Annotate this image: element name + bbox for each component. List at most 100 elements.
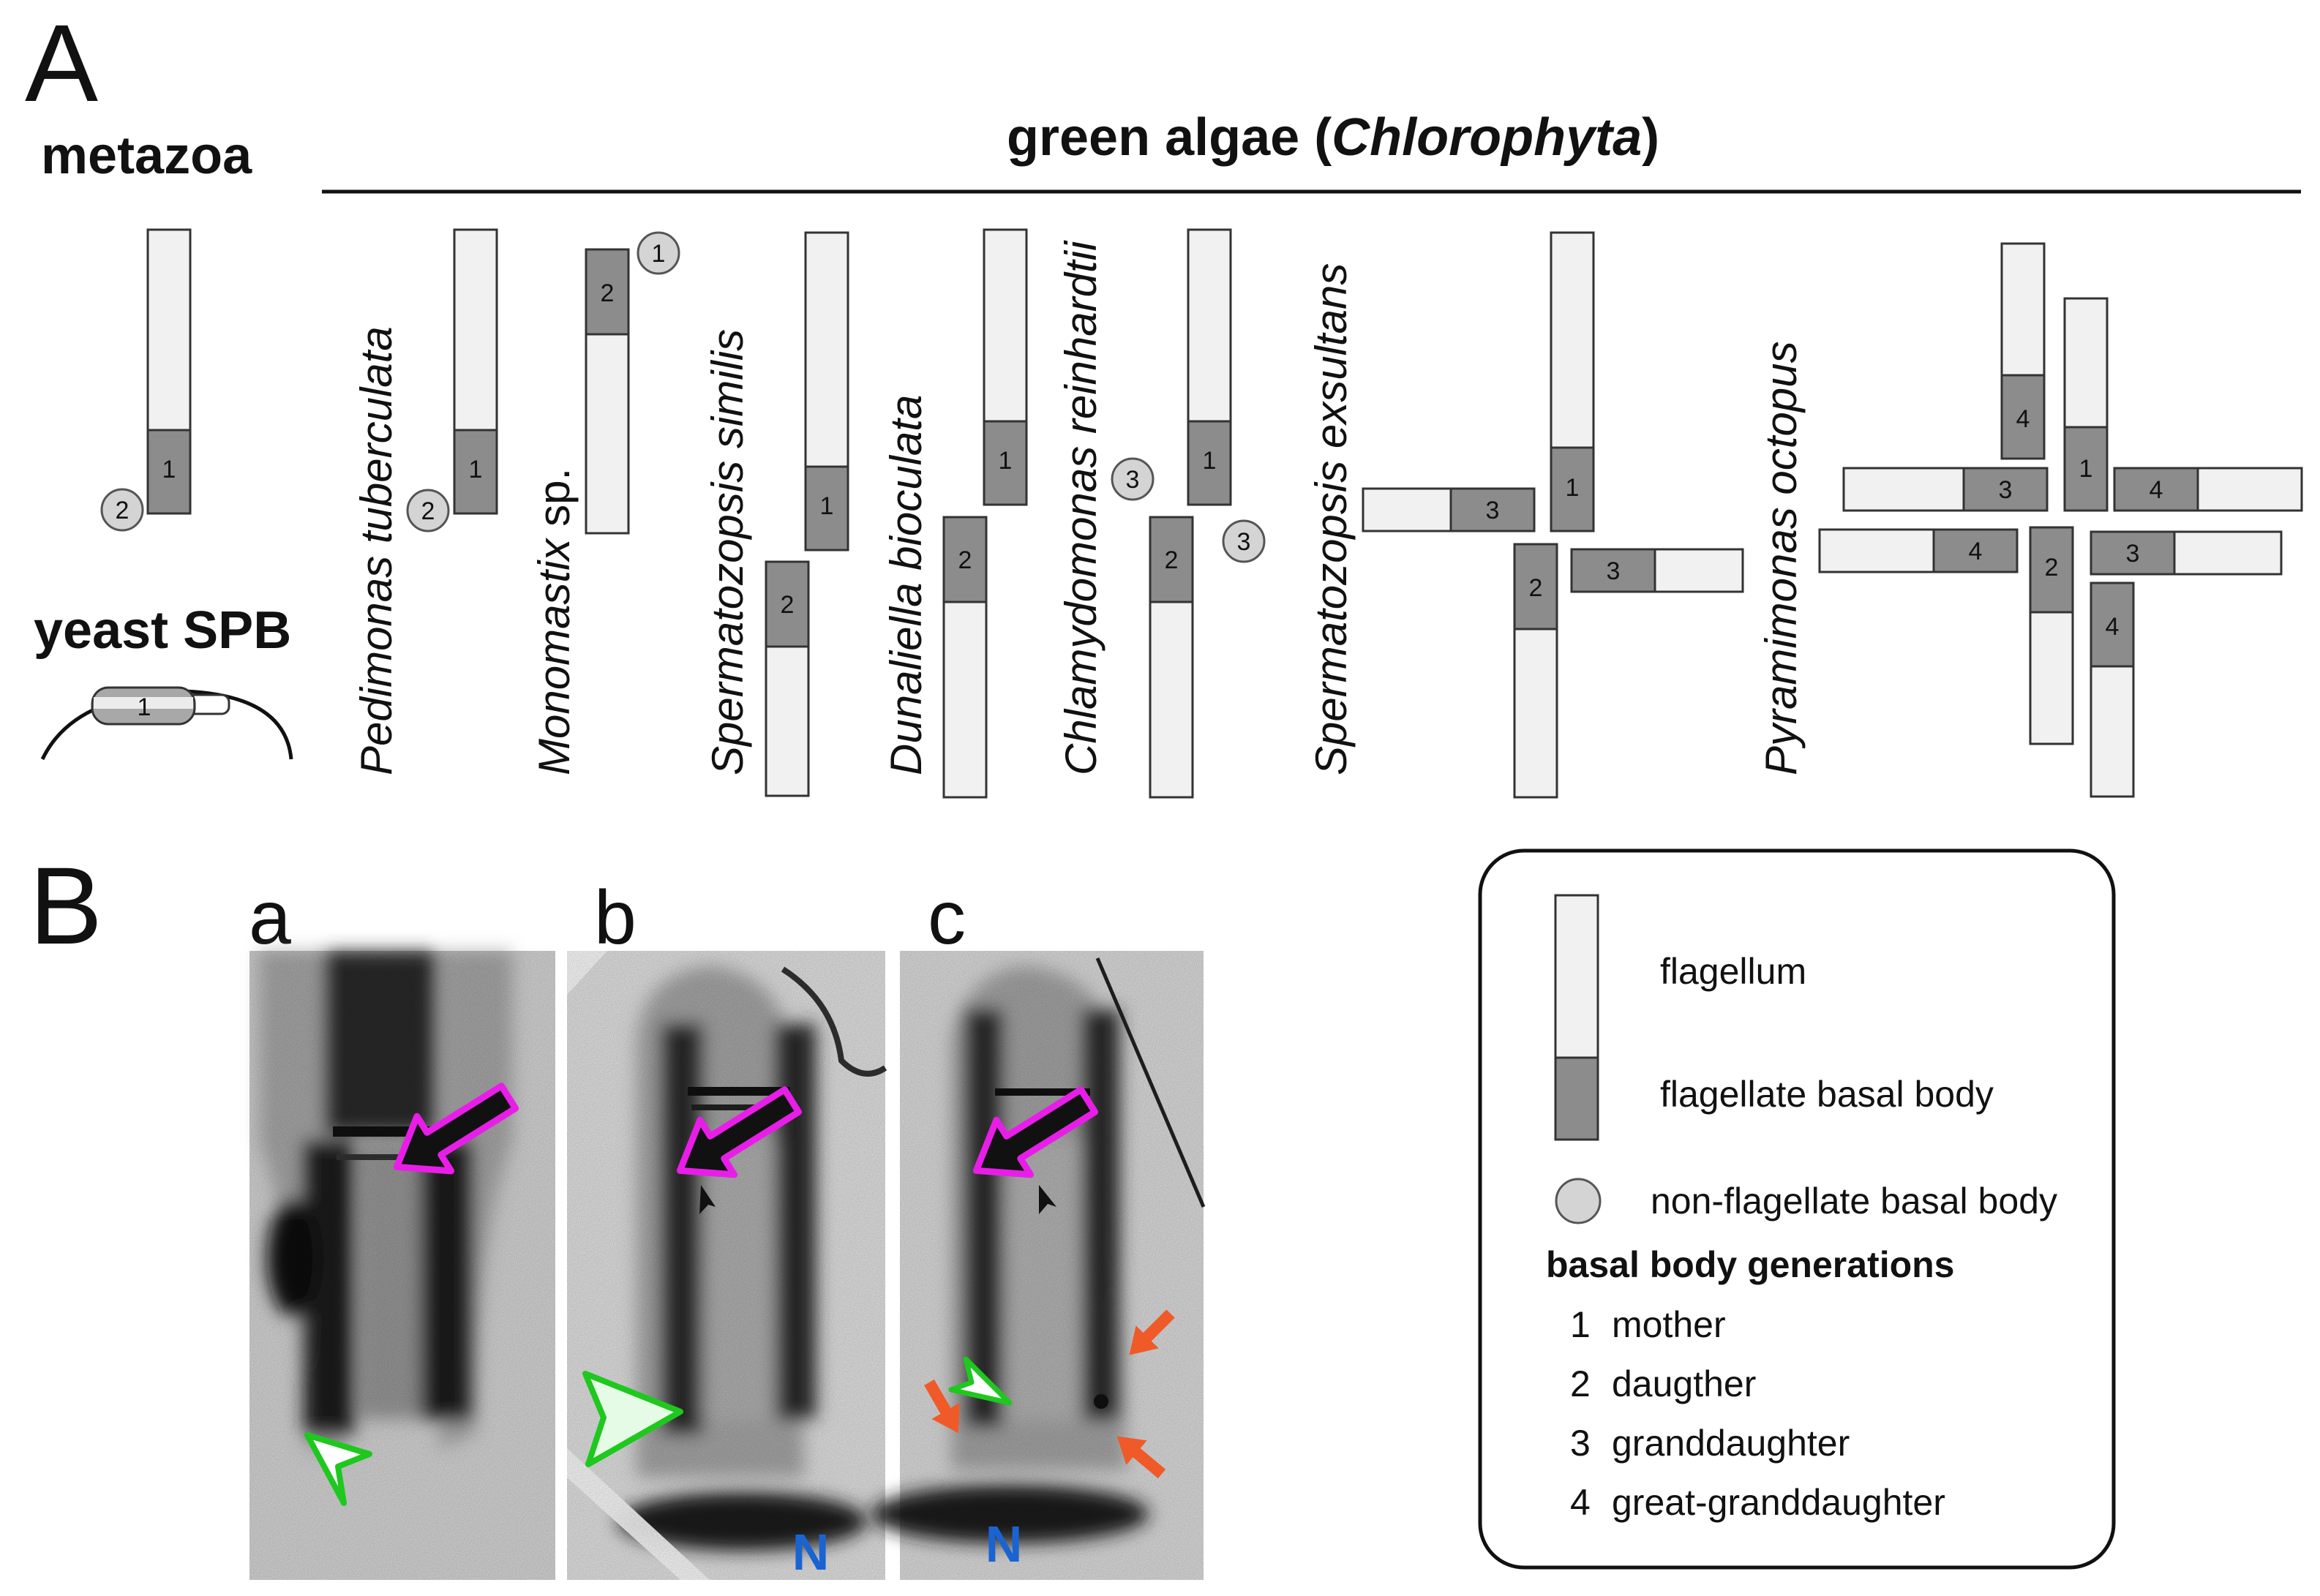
flagellum-bar-horizontal (1818, 528, 1935, 573)
basal-body-number: 3 (2126, 540, 2140, 568)
basal-body-number: 1 (820, 492, 834, 520)
species-label-sperm-exsultans: Spermatozopsis exsultans (1307, 263, 1356, 775)
pedimonas-diagram: 1 2 (406, 228, 498, 532)
flagellum-bar (1550, 231, 1595, 449)
basal-body-granddaughter (1570, 548, 1656, 593)
flagellum-bar (1149, 601, 1194, 799)
flagellum-bar (942, 601, 988, 799)
basal-body-great-granddaughter (1932, 528, 2019, 573)
flagellum-bar (2063, 297, 2109, 429)
micrograph-a (249, 951, 555, 1580)
basal-body-number: 1 (469, 456, 483, 483)
panel-b: B a b c (29, 844, 2116, 1581)
sperm-similis-diagram: 1 2 (765, 231, 849, 797)
legend-generation-label: daugther (1612, 1363, 1756, 1404)
flagellum-bar (1187, 228, 1232, 423)
sub-panel-b-letter: b (594, 876, 637, 960)
magenta-arrow (393, 1083, 519, 1175)
basal-body-granddaughter (1962, 467, 2049, 512)
basal-body-number: 4 (2106, 613, 2120, 641)
panel-a: A metazoa green algae (Chlorophyta) 1 2 … (25, 1, 2303, 799)
basal-body-number: 3 (1607, 557, 1621, 585)
small-black-arrowhead (699, 1185, 716, 1214)
panel-a-letter: A (25, 1, 98, 124)
basal-body-number: 2 (1165, 546, 1179, 574)
legend-flagellate-bb-label: flagellate basal body (1660, 1074, 1994, 1115)
basal-body-great-granddaughter (2000, 374, 2046, 460)
legend-flagellum-label: flagellum (1660, 951, 1806, 992)
species-label-monomastix: Monomastix sp. (530, 468, 579, 775)
flagellum-bar (146, 228, 192, 432)
species-label-sperm-similis: Spermatozopsis similis (703, 329, 752, 775)
flagellum-bar (983, 228, 1028, 423)
basal-body-number: 1 (2079, 455, 2093, 483)
basal-body-number: 4 (2150, 476, 2163, 504)
basal-body-number: 2 (781, 591, 795, 619)
basal-body-daughter (585, 248, 630, 336)
basal-body-number: 1 (999, 447, 1013, 475)
yeast-spb-diagram: 1 (40, 686, 293, 761)
basal-body-number: 4 (2016, 405, 2030, 433)
green-arrowhead (582, 1371, 683, 1467)
non-flagellate-number: 2 (116, 497, 129, 524)
basal-body-number: 2 (958, 546, 972, 574)
basal-body-number: 4 (1969, 538, 1983, 565)
basal-body-mother (1550, 446, 1595, 532)
species-label-dunaliella: Dunaliella bioculata (882, 395, 931, 775)
flagellum-bar (2000, 242, 2046, 377)
dunaliella-diagram: 1 2 (942, 228, 1028, 799)
basal-body-great-granddaughter (2113, 467, 2199, 512)
flagellum-bar (765, 645, 810, 797)
species-label-pyramimonas: Pyramimonas octopus (1757, 341, 1806, 775)
legend-generations-title: basal body generations (1546, 1244, 1954, 1285)
flagellum-bar-horizontal (2196, 467, 2303, 512)
micrograph-c: N (871, 951, 1206, 1580)
species-label-pedimonas: Pedimonas tuberculata (352, 326, 401, 775)
basal-body-number: 3 (1999, 476, 2013, 504)
non-flagellate-number: 3 (1126, 466, 1140, 494)
basal-body-daughter (1513, 543, 1558, 631)
flagellum-bar (585, 333, 630, 535)
legend-box (1478, 848, 2116, 1570)
spb-band (94, 697, 193, 709)
orange-arrow (924, 1379, 960, 1434)
basal-body-number: 1 (162, 456, 176, 483)
nucleus-label: N (792, 1524, 830, 1581)
flagellum-bar (2090, 665, 2135, 798)
legend-generation-number: 2 (1570, 1363, 1591, 1404)
orange-arrow (1116, 1436, 1166, 1479)
sub-panel-a-letter: a (249, 876, 291, 960)
non-flagellate-number: 2 (421, 497, 435, 525)
basal-body-daughter (765, 560, 810, 648)
basal-body-mother (983, 420, 1028, 506)
basal-body-number: 1 (1203, 447, 1217, 475)
metazoa-diagram: 1 2 (100, 228, 192, 532)
pyramimonas-diagram: 4 1 3 4 4 3 2 4 (1818, 242, 2303, 798)
basal-body-number: 1 (1566, 474, 1580, 502)
basal-body-number: 3 (1486, 497, 1500, 524)
nucleus-label: N (986, 1516, 1023, 1573)
legend-generation-label: mother (1612, 1304, 1726, 1345)
legend-basal-body-swatch (1554, 1056, 1599, 1141)
basal-body-number: 2 (1529, 574, 1543, 602)
non-flagellate-basal-body (406, 489, 450, 532)
flagellum-bar-horizontal (2173, 530, 2283, 576)
flagellum-bar-horizontal (1362, 487, 1452, 532)
flagellum-bar (1513, 628, 1558, 799)
legend-generation-label: great-granddaughter (1612, 1482, 1945, 1523)
panel-b-letter: B (29, 844, 102, 967)
non-flagellate-basal-body (1222, 519, 1266, 563)
chlamydomonas-diagram: 1 2 3 3 (1111, 228, 1266, 799)
sub-panel-c-letter: c (928, 876, 966, 960)
flagellum-bar (804, 231, 849, 468)
species-label-chlamydomonas: Chlamydomonas reinhardtii (1056, 240, 1105, 775)
legend-non-flagellate-swatch (1555, 1178, 1602, 1224)
spb-number: 1 (138, 693, 151, 721)
basal-body-number: 2 (601, 279, 615, 307)
non-flagellate-basal-body (1111, 457, 1155, 501)
monomastix-diagram: 2 1 (585, 231, 680, 535)
basal-body-granddaughter (2090, 530, 2176, 576)
flagellum-bar-horizontal (1653, 548, 1744, 593)
micrograph-b: N (567, 951, 887, 1581)
